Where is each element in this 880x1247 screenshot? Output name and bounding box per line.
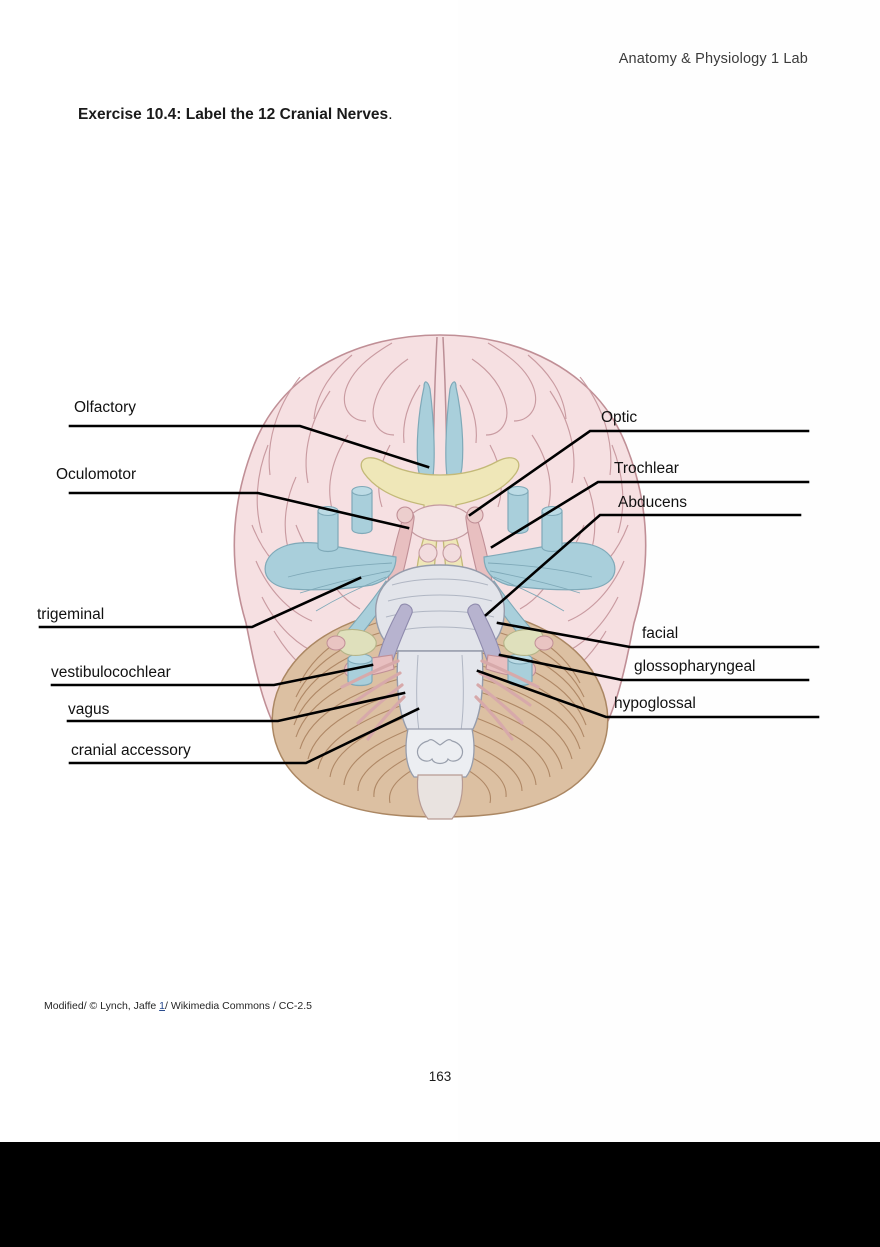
- nerve-label-optic: Optic: [601, 409, 638, 426]
- leader-cranial-accessory: [68, 707, 420, 765]
- nerve-label-cranial-accessory: cranial accessory: [71, 742, 191, 759]
- brain-diagram-svg: [38, 334, 820, 820]
- olfactory-nerve-tracts: [416, 381, 464, 486]
- glossopharyngeal-vagus-accessory-rootlets: [326, 628, 554, 741]
- leader-hypoglossal: [476, 669, 820, 719]
- optic-chiasm: [360, 457, 520, 596]
- document-page: Anatomy & Physiology 1 Lab Exercise 10.4…: [0, 0, 880, 1142]
- leader-vagus: [66, 691, 406, 723]
- nerve-label-glossopharyngeal: glossopharyngeal: [634, 658, 756, 675]
- leader-oculomotor: [68, 491, 410, 530]
- nerve-label-olfactory: Olfactory: [74, 399, 137, 416]
- leader-vestibulocochlear: [50, 663, 374, 687]
- nerve-label-hypoglossal: hypoglossal: [614, 695, 696, 712]
- leader-glossopharyngeal: [498, 653, 810, 682]
- leader-trochlear: [490, 480, 810, 549]
- leader-optic: [468, 429, 810, 517]
- nerve-label-facial: facial: [642, 625, 679, 642]
- brainstem: [375, 564, 505, 820]
- nerve-label-trigeminal: trigeminal: [37, 606, 105, 623]
- nerve-label-vestibulocochlear: vestibulocochlear: [51, 664, 171, 681]
- exercise-title-period: .: [388, 106, 393, 123]
- attribution-prefix: Modified/ © Lynch, Jaffe: [44, 1000, 160, 1012]
- nerve-label-vagus: vagus: [68, 701, 110, 718]
- nerve-label-trochlear: Trochlear: [614, 460, 679, 477]
- page-number: 163: [428, 1069, 452, 1084]
- leader-lines: [38, 424, 820, 765]
- leader-trigeminal: [38, 576, 362, 629]
- optic-nerve-stubs: [351, 485, 529, 535]
- exercise-title-text: Exercise 10.4: Label the 12 Cranial Nerv…: [78, 106, 389, 123]
- leader-facial: [496, 621, 820, 649]
- leader-olfactory: [68, 424, 430, 469]
- attribution-suffix: / Wikimedia Commons / CC-2.5: [164, 1000, 313, 1012]
- image-attribution: Modified/ © Lynch, Jaffe 1/ Wikimedia Co…: [44, 1000, 312, 1012]
- oculomotor-nerves: [387, 506, 493, 593]
- running-head: Anatomy & Physiology 1 Lab: [618, 51, 808, 67]
- viewer-background-band: [0, 1142, 880, 1247]
- attribution-source-link[interactable]: 1: [159, 1000, 165, 1012]
- nerve-label-oculomotor: Oculomotor: [56, 466, 137, 483]
- nerve-label-abducens: Abducens: [618, 494, 687, 511]
- cranial-nerves-figure: Olfactory Oculomotor trigeminal vestibul…: [0, 325, 880, 825]
- leader-abducens: [484, 513, 802, 617]
- page-title: Exercise 10.4: Label the 12 Cranial Nerv…: [78, 106, 393, 124]
